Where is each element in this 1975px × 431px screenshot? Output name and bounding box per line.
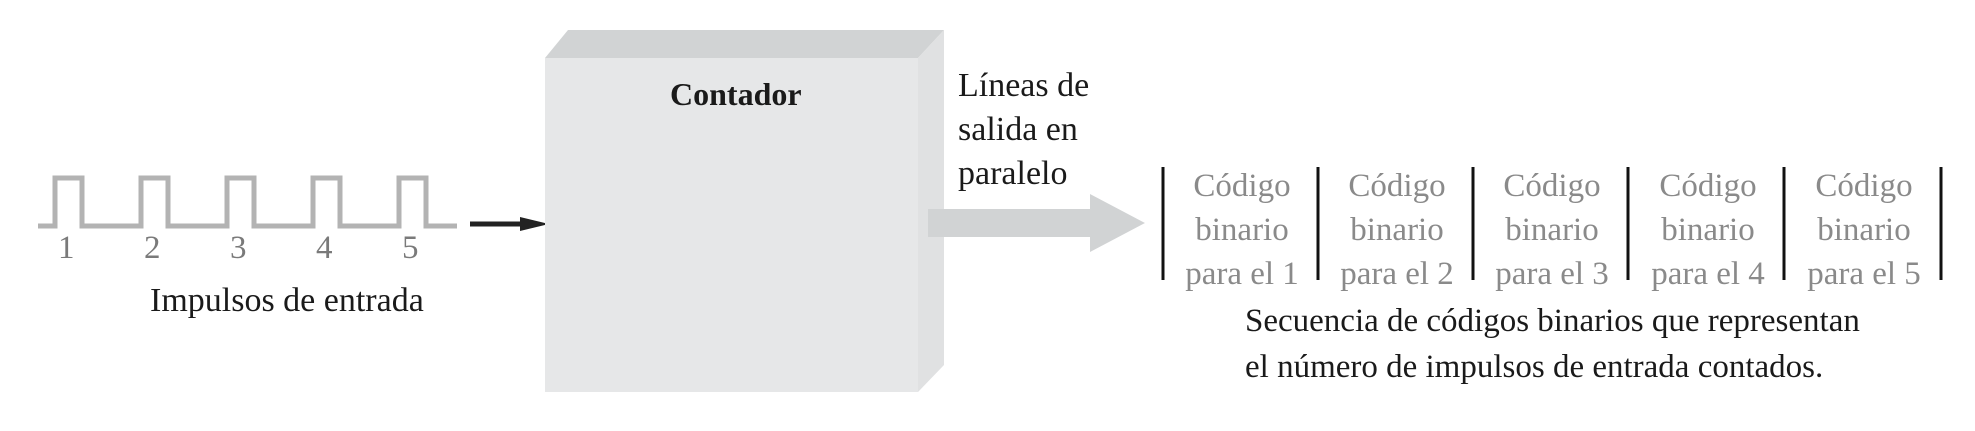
pulse-number-2: 2 xyxy=(144,230,161,266)
pulse-number-1: 1 xyxy=(58,230,75,266)
binary-code-cell-4: Código binario para el 4 xyxy=(1633,164,1783,296)
pulse-number-3: 3 xyxy=(230,230,247,266)
code-line-3: para el 1 xyxy=(1185,256,1299,292)
code-line-2: binario xyxy=(1505,212,1599,248)
binary-code-cell-3: Código binario para el 3 xyxy=(1477,164,1627,296)
code-line-1: Código xyxy=(1659,168,1757,204)
code-line-1: Código xyxy=(1503,168,1601,204)
binary-code-cell-1: Código binario para el 1 xyxy=(1167,164,1317,296)
output-arrow xyxy=(928,194,1145,252)
pulse-number-4: 4 xyxy=(316,230,333,266)
code-line-2: binario xyxy=(1195,212,1289,248)
code-line-3: para el 4 xyxy=(1651,256,1765,292)
code-line-3: para el 5 xyxy=(1807,256,1921,292)
input-arrow-head xyxy=(520,217,549,231)
counter-block-top xyxy=(545,30,944,58)
input-pulse-train xyxy=(38,175,457,229)
code-line-2: binario xyxy=(1817,212,1911,248)
counter-title: Contador xyxy=(670,76,802,112)
output-label-line-3: paralelo xyxy=(958,155,1068,192)
pulse-number-5: 5 xyxy=(402,230,419,266)
code-line-2: binario xyxy=(1350,212,1444,248)
sequence-caption: Secuencia de códigos binarios que repres… xyxy=(1245,298,1860,390)
output-lines-label: Líneas de salida en paralelo xyxy=(958,64,1089,196)
sequence-caption-line-1: Secuencia de códigos binarios que repres… xyxy=(1245,303,1860,339)
code-line-3: para el 3 xyxy=(1495,256,1609,292)
output-label-line-2: salida en xyxy=(958,111,1078,148)
code-line-1: Código xyxy=(1348,168,1446,204)
sequence-caption-line-2: el número de impulsos de entrada contado… xyxy=(1245,349,1824,385)
code-line-1: Código xyxy=(1193,168,1291,204)
input-pulses-label: Impulsos de entrada xyxy=(150,282,424,319)
output-label-line-1: Líneas de xyxy=(958,67,1090,104)
binary-code-cell-5: Código binario para el 5 xyxy=(1789,164,1939,296)
code-line-2: binario xyxy=(1661,212,1755,248)
counter-block-front xyxy=(545,58,918,392)
code-line-3: para el 2 xyxy=(1340,256,1454,292)
code-dividers xyxy=(1161,167,1943,280)
code-line-1: Código xyxy=(1815,168,1913,204)
binary-code-cell-2: Código binario para el 2 xyxy=(1322,164,1472,296)
